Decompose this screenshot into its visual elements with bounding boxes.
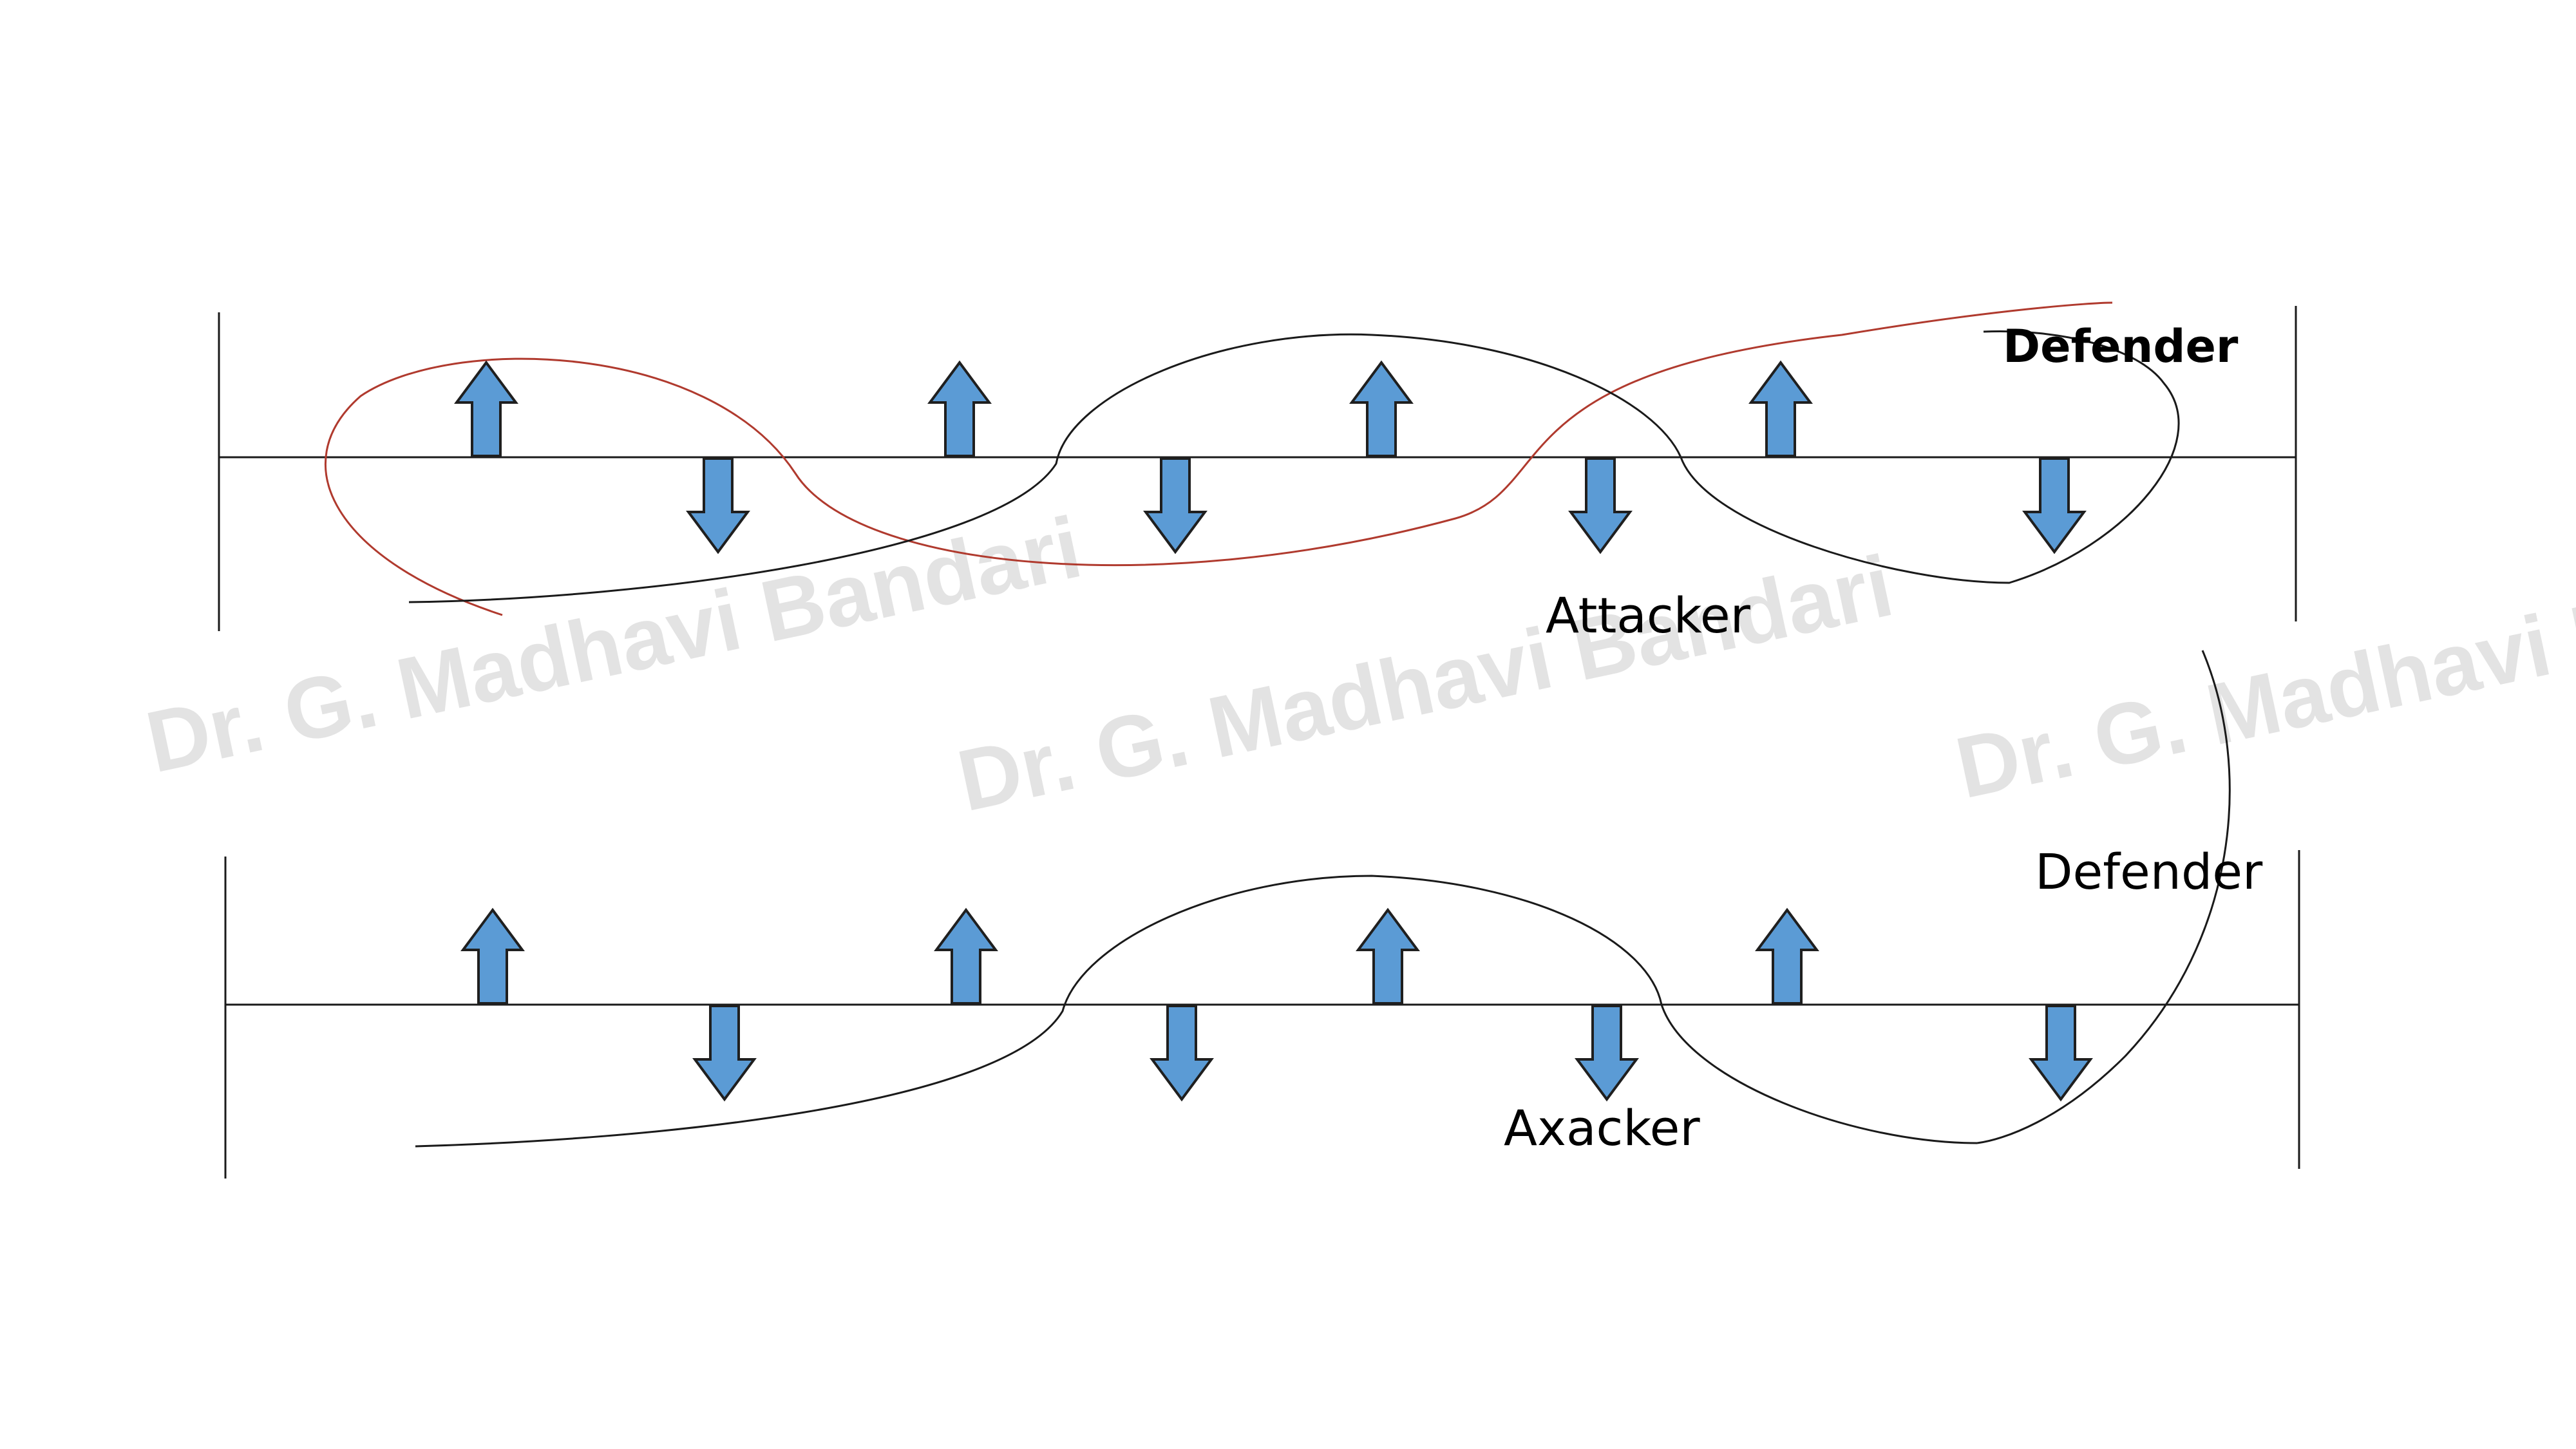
panel-bottom-defender-label: Defender <box>2035 843 2263 900</box>
panel-top-arrows <box>454 360 2087 554</box>
watermark-layer: Dr. G. Madhavi Bandari Dr. G. Madhavi Ba… <box>138 498 2576 829</box>
watermark-right: Dr. G. Madhavi Bandari <box>1948 524 2576 817</box>
watermark-center: Dr. G. Madhavi Bandari <box>950 536 1901 829</box>
top-arrow-down-6 <box>1568 457 1633 554</box>
top-arrow-up-7 <box>1748 360 1813 457</box>
top-arrow-down-4 <box>1143 457 1208 554</box>
top-arrow-down-2 <box>686 457 750 554</box>
bottom-arrow-up-5 <box>1356 907 1420 1005</box>
bottom-arrow-down-6 <box>1575 1005 1639 1102</box>
panel-top-attacker-curve <box>408 330 2180 603</box>
panel-bottom: Defender Axacker <box>224 650 2300 1179</box>
top-arrow-up-1 <box>454 360 518 457</box>
top-arrow-up-5 <box>1349 360 1414 457</box>
panel-bottom-arrows <box>460 907 2093 1102</box>
top-arrow-down-8 <box>2022 457 2087 554</box>
bottom-arrow-down-2 <box>692 1005 757 1102</box>
panel-top: Defender Attacker <box>218 301 2297 644</box>
panel-top-attacker-label: Attacker <box>1546 587 1751 644</box>
bottom-arrow-up-3 <box>934 907 998 1005</box>
bottom-arrow-down-4 <box>1150 1005 1214 1102</box>
watermark-left: Dr. G. Madhavi Bandari <box>138 498 1090 791</box>
bottom-arrow-up-1 <box>460 907 525 1005</box>
panel-bottom-attacker-label: Axacker <box>1504 1099 1700 1157</box>
panel-top-defender-curve <box>325 301 2113 616</box>
bottom-arrow-up-7 <box>1755 907 1819 1005</box>
panel-bottom-attacker-curve <box>415 875 1978 1148</box>
bottom-arrow-down-8 <box>2029 1005 2093 1102</box>
top-arrow-up-3 <box>927 360 992 457</box>
panel-top-defender-label: Defender <box>2003 320 2239 373</box>
panel-bottom-defender-curve <box>1976 650 2231 1144</box>
